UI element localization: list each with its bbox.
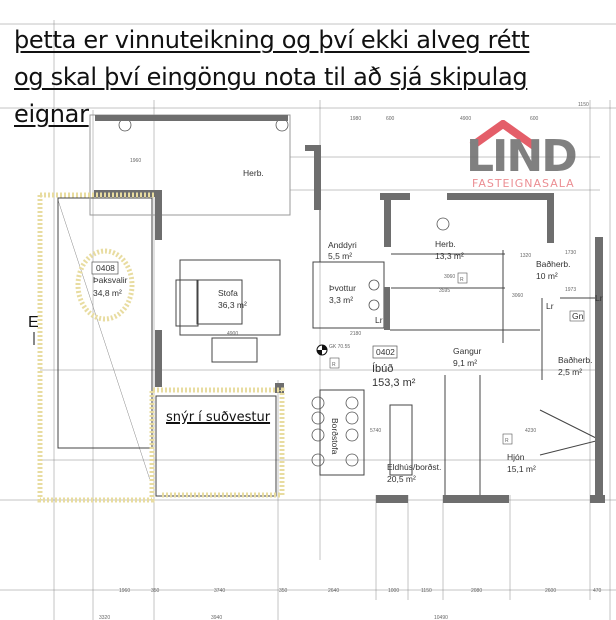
- elevation-marker: E: [28, 314, 39, 331]
- unit-id-box: [372, 345, 398, 359]
- anddyri-area: 5,5 m²: [328, 251, 352, 261]
- balcony-area: 34,8 m²: [93, 288, 122, 298]
- balcony-id: 0408: [96, 263, 115, 273]
- svg-text:3740: 3740: [214, 588, 225, 594]
- balcony-name: Þaksvalir: [93, 275, 128, 285]
- svg-text:350: 350: [279, 588, 288, 594]
- svg-text:1973: 1973: [565, 287, 576, 293]
- svg-text:600: 600: [530, 116, 539, 122]
- unit-id: 0402: [376, 347, 395, 357]
- svg-text:2180: 2180: [350, 331, 361, 337]
- gk-label: GK 70.55: [329, 344, 350, 350]
- notice-line-2: og skal því eingöngu nota til að sjá ski…: [14, 63, 528, 91]
- svg-text:4900: 4900: [460, 116, 471, 122]
- chairs: [118, 118, 450, 467]
- thvottur-label: Þvottur: [329, 283, 356, 293]
- grid-lines: [0, 20, 616, 620]
- hjon-area: 15,1 m²: [507, 464, 536, 474]
- gk-marker: [316, 344, 328, 356]
- lr-label-3: Lr: [546, 301, 554, 311]
- bordstofa-label: Borðstofa: [330, 418, 340, 455]
- orientation-note: snýr í suðvestur: [166, 410, 271, 425]
- eldhus-label: Eldhús/borðst.: [387, 462, 441, 472]
- svg-text:R: R: [460, 277, 464, 283]
- anddyri-label: Anddyri: [328, 240, 357, 250]
- notice-line-3: eignar: [14, 100, 89, 128]
- bad2-area: 2,5 m²: [558, 367, 582, 377]
- hjon-label: Hjón: [507, 452, 525, 462]
- r-markers: R R R: [329, 272, 513, 445]
- svg-text:1000: 1000: [388, 588, 399, 594]
- svg-text:4900: 4900: [227, 331, 238, 337]
- svg-text:1960: 1960: [130, 158, 141, 164]
- svg-text:2640: 2640: [328, 588, 339, 594]
- gn-label: Gn: [572, 311, 584, 321]
- svg-text:2600: 2600: [545, 588, 556, 594]
- stofa-area: 36,3 m²: [218, 300, 247, 310]
- svg-text:1960: 1960: [119, 588, 130, 594]
- svg-text:3060: 3060: [512, 293, 523, 299]
- svg-text:1150: 1150: [578, 102, 589, 108]
- balcony-id-box: [91, 261, 119, 275]
- top-dimensions: 1980 600 4900 600 1150: [350, 102, 589, 122]
- svg-text:R: R: [332, 362, 336, 368]
- svg-text:4230: 4230: [525, 428, 536, 434]
- svg-text:600: 600: [386, 116, 395, 122]
- svg-text:3595: 3595: [439, 288, 450, 294]
- roof-icon: [469, 120, 537, 150]
- herb-top-label: Herb.: [243, 168, 264, 178]
- svg-text:1320: 1320: [520, 253, 531, 259]
- gn-box: [569, 310, 585, 322]
- inner-dimensions: 1960 4900 2180 3595 3060 1730 1320 1973 …: [130, 158, 576, 434]
- gangur-label: Gangur: [453, 346, 482, 356]
- logo-subtitle: FASTEIGNASALA: [472, 177, 575, 190]
- svg-text:2080: 2080: [471, 588, 482, 594]
- herb2-area: 13,3 m²: [435, 251, 464, 261]
- lind-logo: LIND FASTEIGNASALA: [462, 120, 592, 192]
- svg-text:3940: 3940: [211, 615, 222, 620]
- gangur-area: 9,1 m²: [453, 358, 477, 368]
- svg-text:1150: 1150: [421, 588, 432, 594]
- eldhus-area: 20,5 m²: [387, 474, 416, 484]
- svg-text:470: 470: [593, 588, 602, 594]
- thin-walls: [57, 114, 602, 497]
- notice-line-1: þetta er vinnuteikning og því ekki alveg…: [14, 26, 530, 54]
- bad1-area: 10 m²: [536, 271, 558, 281]
- lr-label-1: Lr: [375, 315, 383, 325]
- unit-area: 153,3 m²: [372, 377, 416, 389]
- bad2-label: Baðherb.: [558, 355, 593, 365]
- thvottur-area: 3,3 m²: [329, 295, 353, 305]
- lr-label-2: Lr: [595, 293, 603, 303]
- herb2-label: Herb.: [435, 239, 456, 249]
- svg-text:10490: 10490: [434, 615, 448, 620]
- svg-text:3060: 3060: [444, 274, 455, 280]
- svg-text:R: R: [505, 438, 509, 444]
- svg-text:3320: 3320: [99, 615, 110, 620]
- svg-text:1980: 1980: [350, 116, 361, 122]
- svg-text:350: 350: [151, 588, 160, 594]
- bottom-dimensions: 1960 350 3740 350 2640 1000 1150 2080 26…: [99, 588, 602, 620]
- highlight-marks: [37, 192, 285, 503]
- stofa-label: Stofa: [218, 288, 238, 298]
- unit-name: Íbúð: [372, 362, 393, 375]
- svg-text:5740: 5740: [370, 428, 381, 434]
- logo-name: LIND: [466, 131, 578, 182]
- svg-text:1730: 1730: [565, 250, 576, 256]
- bad1-label: Baðherb.: [536, 259, 571, 269]
